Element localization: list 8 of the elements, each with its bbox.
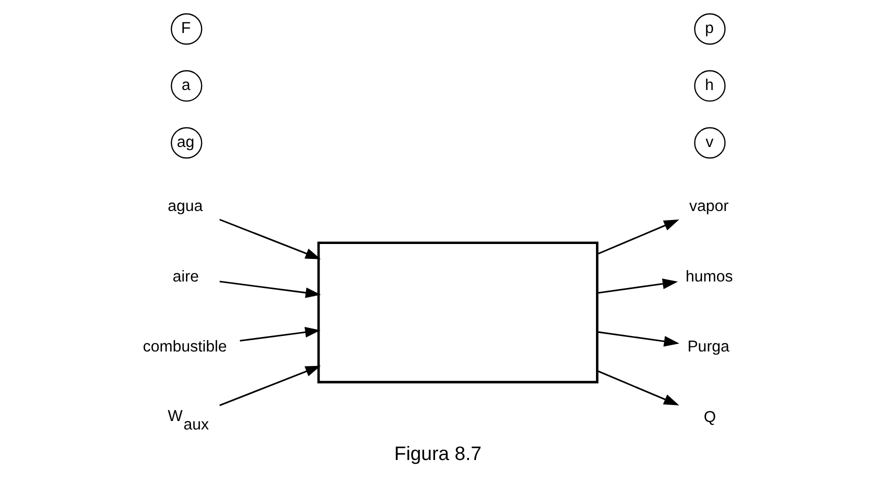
caption: Figura 8.7 [394,442,482,465]
node-text: combustible [142,338,227,356]
node-text: vapor [689,198,729,215]
node-text: aire [172,268,199,285]
node-text: Purga [687,338,730,356]
node-text: humos [686,268,733,285]
node-text: Q [704,408,716,426]
node-text: agua [168,198,203,215]
